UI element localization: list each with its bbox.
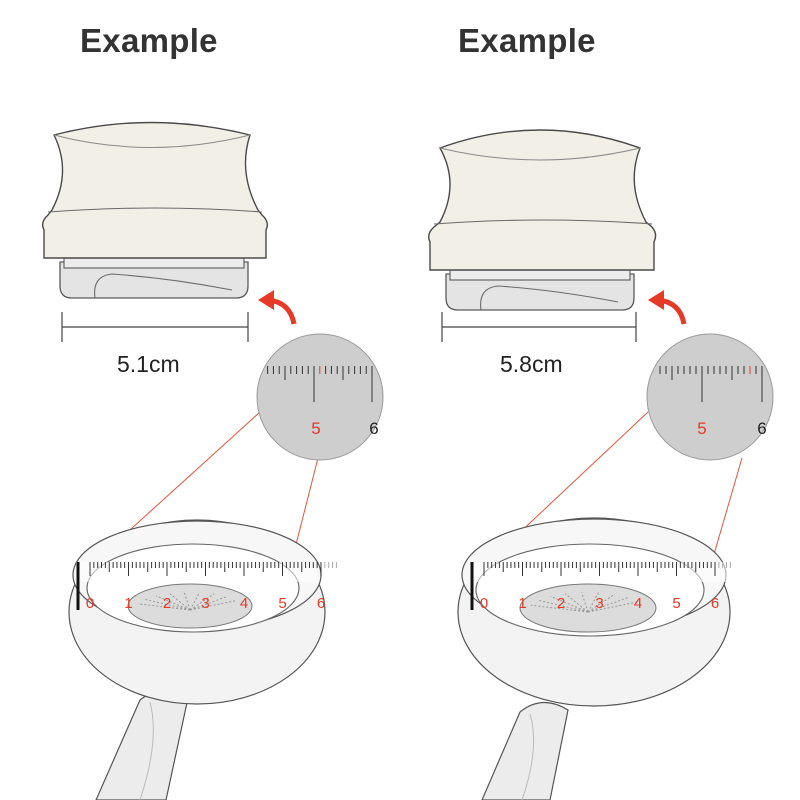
perforation-ray — [587, 601, 640, 613]
basket-ruler-ticks — [89, 562, 337, 576]
metal-base — [445, 273, 635, 311]
zoom-label-5: 5 — [697, 419, 706, 438]
guide-line — [709, 457, 743, 569]
metal-base — [59, 261, 249, 299]
basket-ruler-label: 4 — [240, 595, 248, 612]
illustration-left: 5 6 0 1 2 3 4 5 6 — [41, 121, 384, 800]
portafilter-illustration — [457, 517, 731, 800]
tamper-illustration — [427, 129, 657, 311]
perforation-ray — [183, 591, 191, 611]
measurement-label: 5.1cm — [117, 351, 180, 377]
arrow-icon — [258, 290, 297, 325]
zoom-ruler-ticks — [267, 366, 373, 402]
tamper-lower-edge — [47, 207, 263, 213]
basket-ruler-labels: 0 1 2 3 4 5 6 — [86, 595, 325, 612]
zoom-label-5: 5 — [311, 419, 320, 438]
perforation-ray — [530, 604, 589, 613]
basket-ruler-label: 2 — [557, 595, 565, 612]
perforation-ray — [587, 596, 629, 613]
tamper-handle — [41, 121, 269, 259]
basket-perforations — [530, 592, 640, 613]
basket-floor — [519, 583, 657, 633]
arrow-icon — [648, 290, 687, 325]
magnifier-circle: 5 6 — [646, 333, 774, 461]
metal-base-groove — [480, 285, 619, 311]
metal-base-rim — [63, 257, 245, 269]
basket-ruler-labels: 0 1 2 3 4 5 6 — [480, 595, 719, 612]
perforation-ray — [581, 592, 589, 613]
perforation-ray — [138, 603, 191, 611]
dimension-bracket — [441, 312, 637, 342]
tamper-top-edge — [53, 134, 251, 148]
basket-ruler-label: 1 — [124, 595, 132, 612]
basket-ruler-label: 4 — [634, 595, 642, 612]
basket-ruler-label: 6 — [711, 595, 719, 612]
basket-ruler-label: 0 — [86, 595, 94, 612]
perforation-ray — [550, 595, 589, 613]
basket-floor — [127, 583, 253, 629]
example-panel-right: Example 5 6 — [390, 0, 790, 800]
basket-ruler-ticks — [483, 562, 731, 576]
tamper-illustration — [41, 121, 269, 299]
perforation-ray — [189, 596, 228, 611]
panel-heading: Example — [80, 22, 218, 59]
basket-ruler: 0 1 2 3 4 5 6 — [76, 562, 337, 612]
magnifier-circle: 5 6 — [256, 333, 384, 461]
basket-ruler-label: 2 — [163, 595, 171, 612]
perforation-ray — [587, 593, 615, 613]
example-panel-left: Example 5 6 — [41, 22, 384, 800]
perforation-ray — [564, 593, 589, 613]
basket-ruler-label: 5 — [278, 595, 286, 612]
zoom-label-6: 6 — [757, 419, 766, 438]
basket-ruler-label: 0 — [480, 595, 488, 612]
basket-perforations — [138, 591, 237, 611]
basket-ruler: 0 1 2 3 4 5 6 — [470, 562, 740, 612]
tamper-top-edge — [439, 147, 641, 161]
basket-ruler-label: 3 — [201, 595, 209, 612]
tamper-lower-edge — [433, 219, 653, 225]
metal-base-groove — [94, 273, 233, 299]
basket-ruler-label: 5 — [672, 595, 680, 612]
dimension-bracket — [61, 312, 249, 342]
portafilter-handle — [481, 701, 569, 800]
zoom-label-6: 6 — [369, 419, 378, 438]
perforation-ray — [538, 599, 589, 613]
perforation-ray — [189, 592, 201, 611]
basket-ruler-label: 3 — [595, 595, 603, 612]
illustration-right: 5 6 0 1 2 3 4 5 6 — [427, 129, 774, 800]
perforation-ray — [169, 592, 191, 611]
basket-ruler-label: 1 — [518, 595, 526, 612]
zoom-ruler-ticks — [659, 366, 763, 402]
basket-ruler-label: 6 — [317, 595, 325, 612]
tamper-handle — [427, 129, 657, 271]
portafilter-handle — [95, 689, 189, 800]
perforation-ray — [189, 593, 215, 611]
panel-heading: Example — [458, 22, 596, 59]
measurement-label: 5.8cm — [500, 351, 563, 377]
metal-base-rim — [449, 269, 631, 281]
